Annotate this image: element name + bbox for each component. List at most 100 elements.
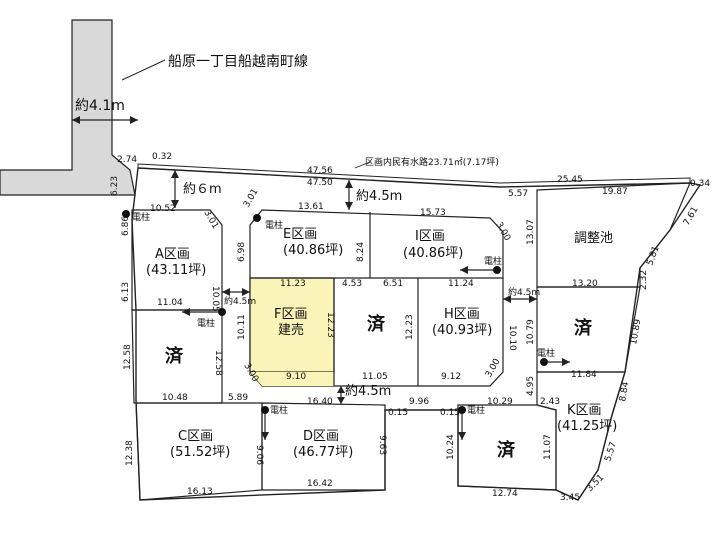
svg-text:5.89: 5.89 <box>228 393 248 403</box>
svg-text:電柱: 電柱 <box>270 404 288 416</box>
lot-i-area: (40.86坪) <box>403 246 463 261</box>
pond-outline <box>536 182 691 288</box>
svg-text:10.89: 10.89 <box>629 318 643 345</box>
sold-south: 済 <box>497 439 516 461</box>
lot-e-name: E区画 <box>283 227 317 242</box>
svg-text:2.32: 2.32 <box>639 270 649 290</box>
svg-text:0.15: 0.15 <box>388 408 408 418</box>
svg-text:3.01: 3.01 <box>242 187 261 209</box>
svg-text:12.74: 12.74 <box>492 489 518 499</box>
svg-text:9.12: 9.12 <box>441 372 461 382</box>
lot-h-area: (40.93坪) <box>432 323 492 338</box>
lot-i-name: I区画 <box>415 229 445 244</box>
lot-f-status: 建売 <box>278 322 304 338</box>
svg-text:3.45: 3.45 <box>560 493 580 503</box>
lot-a-area: (43.11坪) <box>146 263 206 278</box>
svg-text:3.01: 3.01 <box>201 209 220 231</box>
svg-text:16.13: 16.13 <box>187 487 213 497</box>
svg-text:10.48: 10.48 <box>162 393 188 403</box>
svg-text:11.07: 11.07 <box>543 434 553 460</box>
svg-text:6.13: 6.13 <box>121 282 131 302</box>
svg-text:19.87: 19.87 <box>602 187 628 197</box>
svg-text:0.15: 0.15 <box>440 408 460 418</box>
east-road-width: 約4.5m <box>508 286 540 298</box>
svg-text:12.23: 12.23 <box>325 312 335 338</box>
svg-text:6.51: 6.51 <box>383 279 403 289</box>
svg-text:13.20: 13.20 <box>572 279 598 289</box>
svg-text:9.96: 9.96 <box>409 397 429 407</box>
svg-text:12.58: 12.58 <box>213 350 223 376</box>
lot-e-area: (40.86坪) <box>283 243 343 258</box>
lot-d-outline <box>261 402 386 491</box>
svg-text:5.81: 5.81 <box>645 245 661 267</box>
road-width: 約4.1m <box>75 98 125 114</box>
road-name: 船原一丁目船越南町線 <box>168 54 308 70</box>
svg-text:25.45: 25.45 <box>557 175 583 185</box>
svg-text:11.23: 11.23 <box>280 279 306 289</box>
lot-h-name: H区画 <box>444 307 480 322</box>
svg-text:6.23: 6.23 <box>110 176 120 196</box>
svg-text:10.79: 10.79 <box>526 319 536 345</box>
sold-west: 済 <box>165 345 184 367</box>
lot-k-name: K区画 <box>567 403 602 418</box>
svg-text:3.51: 3.51 <box>585 473 606 494</box>
lot-k-area: (41.25坪) <box>557 419 617 434</box>
svg-text:10.52: 10.52 <box>150 204 176 214</box>
svg-text:2.74: 2.74 <box>117 155 137 165</box>
svg-text:電柱: 電柱 <box>537 347 555 359</box>
north-road-width: 約６m <box>183 182 222 197</box>
pole-a: 電柱 <box>122 210 150 223</box>
svg-text:9.63: 9.63 <box>377 435 387 455</box>
lot-f-corner <box>250 372 334 386</box>
lot-c-name: C区画 <box>178 429 213 444</box>
lot-a-name: A区画 <box>155 247 190 262</box>
svg-text:12.23: 12.23 <box>405 314 415 340</box>
svg-text:5.57: 5.57 <box>508 189 528 199</box>
pole-west: 電柱 <box>182 308 226 329</box>
svg-text:電柱: 電柱 <box>197 317 215 329</box>
svg-text:11.05: 11.05 <box>362 372 388 382</box>
svg-text:12.38: 12.38 <box>125 440 135 466</box>
sold-center: 済 <box>367 313 386 335</box>
svg-text:10.05: 10.05 <box>210 286 220 312</box>
svg-text:6.86: 6.86 <box>121 216 131 236</box>
svg-text:10.10: 10.10 <box>507 325 517 351</box>
svg-text:0.32: 0.32 <box>152 152 172 162</box>
svg-text:10.11: 10.11 <box>237 314 247 340</box>
svg-text:9.10: 9.10 <box>286 372 306 382</box>
svg-text:16.42: 16.42 <box>307 479 333 489</box>
svg-text:2.43: 2.43 <box>540 397 560 407</box>
lot-south-sold-outline <box>457 404 557 491</box>
pole-d: 電柱 <box>261 404 288 440</box>
svg-text:3.00: 3.00 <box>493 221 512 244</box>
svg-text:4.95: 4.95 <box>526 376 536 396</box>
pole-e: 電柱 <box>253 214 283 231</box>
dimension-labels: 2.74 0.32 47.56 47.50 5.57 25.45 19.87 0… <box>117 152 710 503</box>
svg-text:47.50: 47.50 <box>307 178 333 188</box>
svg-text:15.73: 15.73 <box>420 208 446 218</box>
svg-text:電柱: 電柱 <box>265 219 283 231</box>
lot-d-area: (46.77坪) <box>293 445 353 460</box>
sold-east: 済 <box>574 317 593 339</box>
svg-text:電柱: 電柱 <box>132 211 150 223</box>
pole-south: 電柱 <box>458 404 485 440</box>
svg-text:電柱: 電柱 <box>467 404 485 416</box>
svg-text:10.29: 10.29 <box>487 397 513 407</box>
svg-text:11.04: 11.04 <box>157 298 183 308</box>
pole-east: 電柱 <box>537 347 570 366</box>
svg-text:16.40: 16.40 <box>307 397 333 407</box>
lot-d-name: D区画 <box>303 429 339 444</box>
lot-f-name: F区画 <box>274 307 307 322</box>
south-road-width: 約4.5m <box>345 384 391 399</box>
svg-text:12.58: 12.58 <box>123 344 133 370</box>
svg-text:10.24: 10.24 <box>446 434 456 460</box>
svg-text:13.61: 13.61 <box>298 202 324 212</box>
svg-text:5.57: 5.57 <box>603 441 619 463</box>
svg-text:6.98: 6.98 <box>237 242 247 262</box>
svg-text:9.06: 9.06 <box>254 445 264 465</box>
waterway-note: 区画内民有水路23.71㎡(7.17坪) <box>365 156 499 168</box>
west-road-width: 約4.5m <box>224 295 256 307</box>
svg-text:11.84: 11.84 <box>571 370 597 380</box>
